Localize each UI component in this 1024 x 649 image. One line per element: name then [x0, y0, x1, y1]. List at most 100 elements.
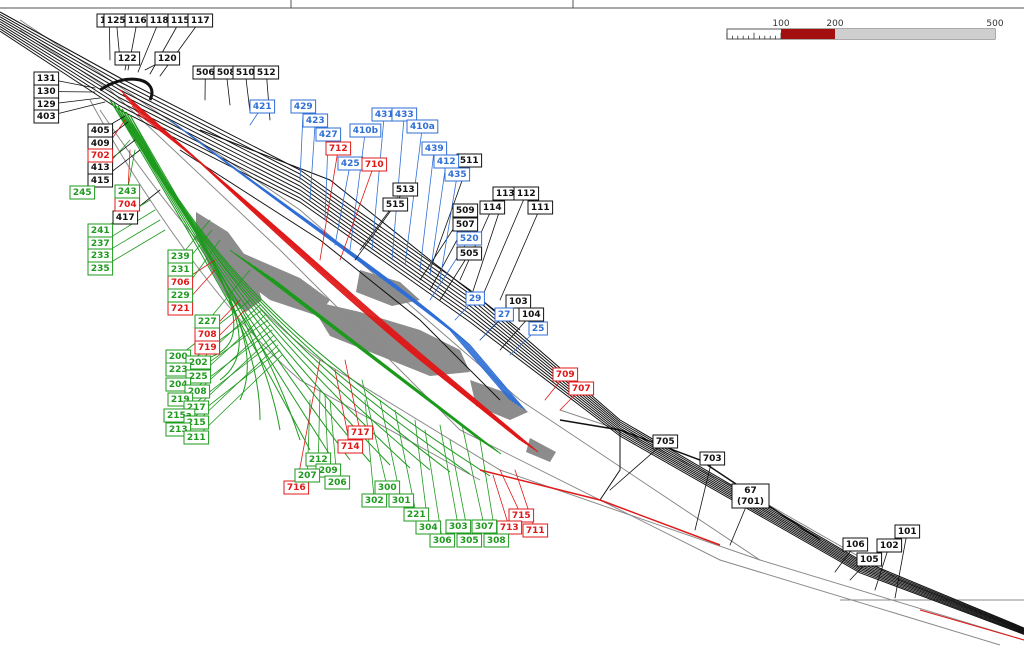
label-blue: 520 [456, 231, 483, 246]
label-text: 239 [171, 252, 190, 262]
leader-line [339, 164, 375, 261]
label-box [518, 307, 545, 322]
label-black: 515 [382, 197, 409, 212]
label-green: 231 [167, 262, 194, 277]
leader-line [371, 114, 385, 251]
label-text: 114 [483, 203, 502, 213]
label-text: 213 [169, 425, 188, 435]
label-text: 235 [91, 264, 110, 274]
scale-label: 200 [826, 19, 843, 29]
label-red: 713 [496, 520, 523, 535]
label-red: 717 [347, 425, 374, 440]
label-green: 245 [69, 185, 96, 200]
label-red: 708 [194, 327, 221, 342]
label-text: 706 [171, 278, 190, 288]
label-text: 716 [287, 483, 306, 493]
label-text: 117 [191, 16, 210, 26]
label-text: 707 [572, 384, 591, 394]
label-black: 405 [87, 123, 114, 138]
label-text: 67 [744, 486, 757, 496]
label-blue: 429 [290, 99, 317, 114]
label-box [483, 533, 510, 548]
label-text: 713 [500, 523, 519, 533]
label-box [415, 520, 442, 535]
label-text: 415 [91, 176, 110, 186]
label-text: 111 [531, 203, 550, 213]
label-text: 510 [236, 68, 255, 78]
scale-grey-segment [835, 29, 995, 39]
label-text: 433 [395, 110, 414, 120]
red-track [128, 101, 530, 447]
label-black: 117 [187, 13, 214, 28]
label-green: 227 [194, 314, 221, 329]
label-text: 403 [37, 112, 56, 122]
label-blue: 410b [349, 123, 382, 138]
label-text: 301 [392, 496, 411, 506]
label-black: 122 [114, 51, 141, 66]
label-text: 122 [118, 54, 137, 64]
label-text: 423 [306, 116, 325, 126]
label-text: 300 [378, 483, 397, 493]
label-box [154, 51, 181, 66]
label-text: 102 [880, 541, 899, 551]
label-box [452, 203, 479, 218]
grey-track [19, 19, 1024, 641]
label-box [505, 294, 532, 309]
label-blue: 439 [421, 141, 448, 156]
label-green: 207 [294, 468, 321, 483]
label-text: (701) [737, 497, 764, 507]
label-text: 304 [419, 523, 438, 533]
label-text: 719 [198, 343, 217, 353]
label-text: 118 [150, 16, 169, 26]
label-box [894, 524, 921, 539]
label-text: 200 [169, 352, 188, 362]
label-box [528, 321, 548, 336]
label-text: 511 [460, 156, 479, 166]
label-black: 101 [894, 524, 921, 539]
label-blue: 435 [444, 167, 471, 182]
label-text: 25 [532, 324, 545, 334]
label-black: 505 [456, 246, 483, 261]
label-text: 520 [460, 234, 479, 244]
label-box [522, 523, 549, 538]
leader-line [344, 359, 361, 433]
leader-line [334, 163, 351, 246]
label-box [249, 99, 276, 114]
label-box [456, 533, 483, 548]
leader-line [419, 148, 435, 271]
label-green: 239 [167, 249, 194, 264]
label-red: 710 [361, 157, 388, 172]
leader-line [439, 174, 458, 281]
label-blue: 25 [528, 321, 548, 336]
label-box [527, 200, 554, 215]
label-text: 211 [187, 433, 206, 443]
label-green: 305 [456, 533, 483, 548]
scale-red-segment [781, 29, 835, 39]
label-black: 114 [479, 200, 506, 215]
label-green: 235 [87, 261, 114, 276]
leader-line [461, 424, 485, 527]
label-box [349, 123, 382, 138]
label-black: 104 [518, 307, 545, 322]
red-track [122, 93, 524, 443]
label-green: 243 [114, 184, 141, 199]
label-box [194, 314, 221, 329]
leader-line [137, 20, 160, 73]
label-text: 512 [257, 68, 276, 78]
label-text: 204 [169, 380, 188, 390]
red-track [479, 469, 721, 546]
label-text: 715 [512, 511, 531, 521]
label-text: 405 [91, 126, 110, 136]
label-text: 207 [298, 471, 317, 481]
label-box [445, 519, 472, 534]
label-black: 513 [392, 182, 419, 197]
label-red: 714 [337, 439, 364, 454]
main-track [0, 13, 1024, 630]
label-box [444, 167, 471, 182]
red-track [919, 609, 1024, 641]
label-black: 129 [33, 97, 60, 112]
label-black: 403 [33, 109, 60, 124]
label-green: 302 [361, 493, 388, 508]
label-text: 507 [456, 220, 475, 230]
label-blue: 29 [465, 291, 485, 306]
